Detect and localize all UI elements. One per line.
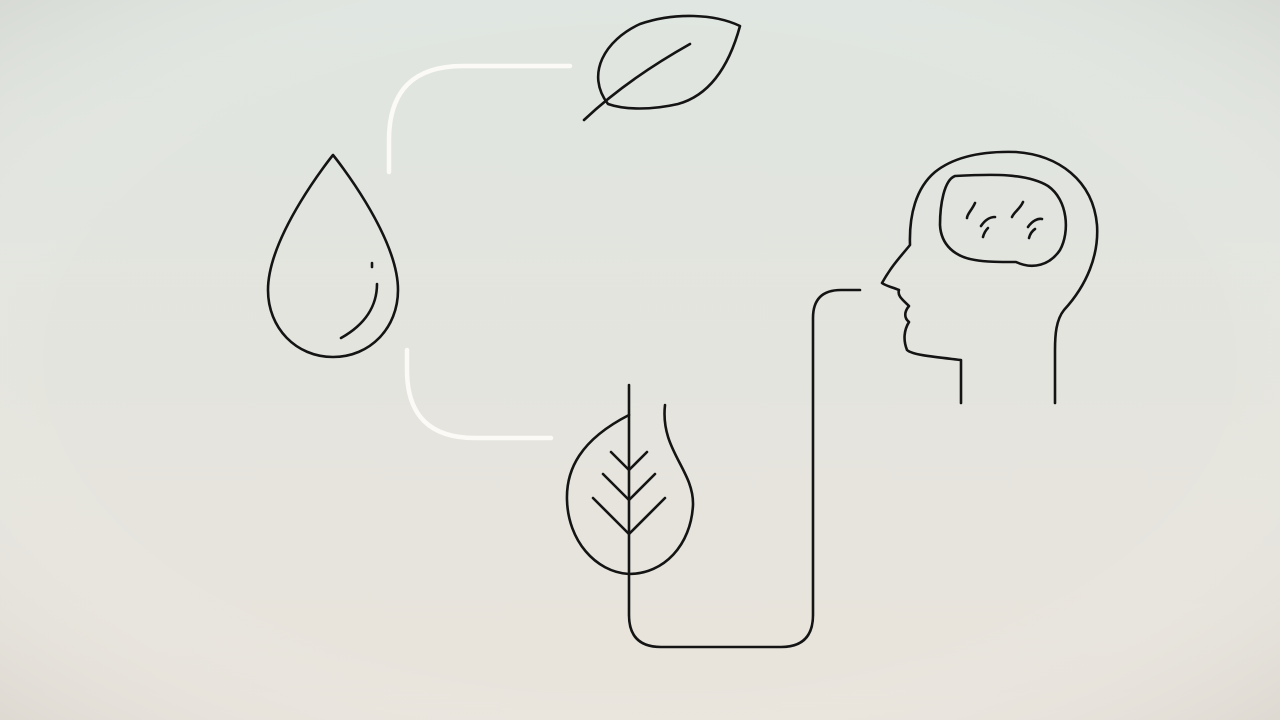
brain-fold-5: [981, 226, 990, 239]
head-profile-outline: [880, 150, 1099, 405]
connector-drop-to-leaf: [386, 63, 573, 175]
connector-drop-to-plant: [404, 347, 554, 441]
water-drop-shine: [339, 282, 379, 340]
brain-fold-3: [1010, 200, 1025, 219]
brain-fold-1: [965, 201, 977, 220]
leaf-midrib: [582, 42, 692, 122]
human-head-brain-icon: [880, 150, 1099, 405]
brain-fold-4: [1026, 217, 1044, 229]
water-drop-icon: [266, 153, 400, 359]
leaf-outline: [596, 14, 742, 110]
brain-fold-2: [979, 215, 997, 228]
brain-outline: [938, 173, 1068, 267]
brain-fold-6: [1027, 227, 1037, 240]
water-drop-outline: [266, 153, 400, 359]
stem-connector-line: [627, 288, 862, 649]
leaf-icon: [582, 14, 742, 122]
